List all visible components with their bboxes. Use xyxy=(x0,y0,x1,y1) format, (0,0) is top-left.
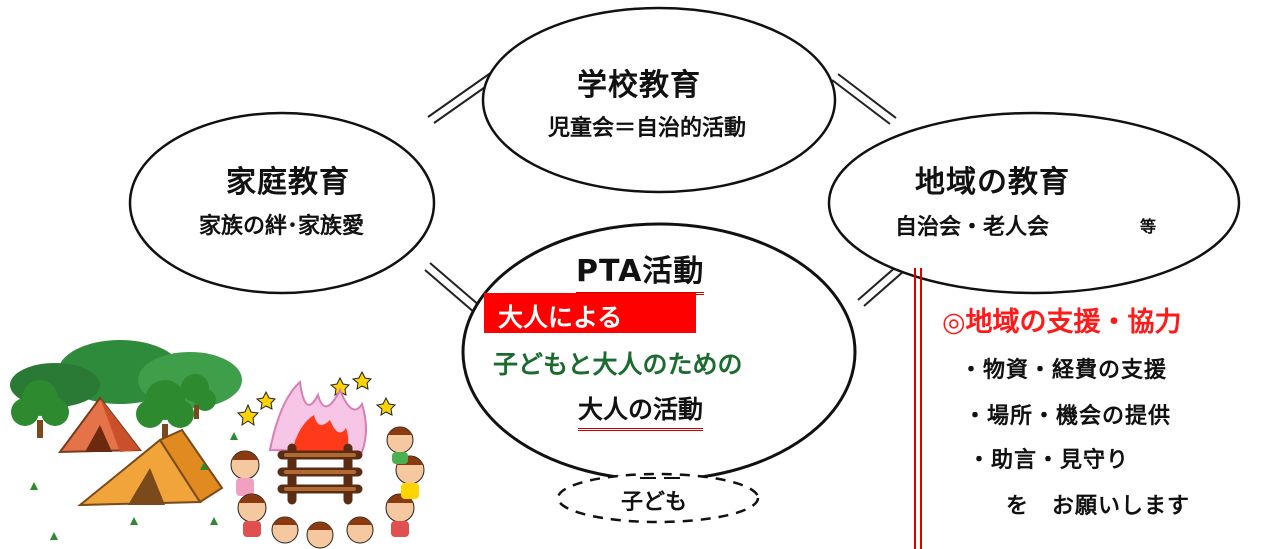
child-label: 子ども xyxy=(621,490,688,515)
school-ellipse xyxy=(481,6,837,194)
connector-home-school-a xyxy=(427,71,493,118)
connector-school-community-a xyxy=(837,73,897,119)
pta-line2: 子どもと大人のための xyxy=(493,350,743,379)
community-ellipse xyxy=(827,111,1241,295)
support-heading: ◎地域の支援・協力 xyxy=(942,307,1182,338)
home-title: 家庭教育 xyxy=(226,165,350,200)
school-subtitle: 児童会＝自治的活動 xyxy=(548,116,747,141)
community-title: 地域の教育 xyxy=(915,165,1070,200)
home-subtitle: 家族の絆･家族愛 xyxy=(199,214,365,239)
connector-home-pta-b xyxy=(424,269,476,314)
pta-title: PTA活動 xyxy=(576,246,705,295)
school-title: 学校教育 xyxy=(577,68,701,103)
pta-highlight-box xyxy=(484,293,696,333)
support-item-3: ・助言・見守り xyxy=(968,448,1130,473)
connector-school-community-b xyxy=(831,79,891,125)
community-subtitle: 自治会・老人会 xyxy=(895,215,1050,240)
support-item-1: ・物資・経費の支援 xyxy=(960,358,1168,383)
campfire-illustration xyxy=(230,370,425,549)
support-closing: を お願いします xyxy=(1006,494,1191,519)
child-ellipse xyxy=(556,472,760,524)
children-circle xyxy=(230,426,425,549)
pta-line3: 大人の活動 xyxy=(578,390,704,431)
community-note: 等 xyxy=(1140,217,1157,236)
support-item-2: ・場所・機会の提供 xyxy=(964,404,1172,429)
pta-line1: 大人による xyxy=(498,303,623,332)
connector-home-pta-a xyxy=(429,262,481,307)
camping-illustration xyxy=(10,340,242,540)
connector-lines xyxy=(424,71,913,314)
home-ellipse xyxy=(128,111,436,295)
